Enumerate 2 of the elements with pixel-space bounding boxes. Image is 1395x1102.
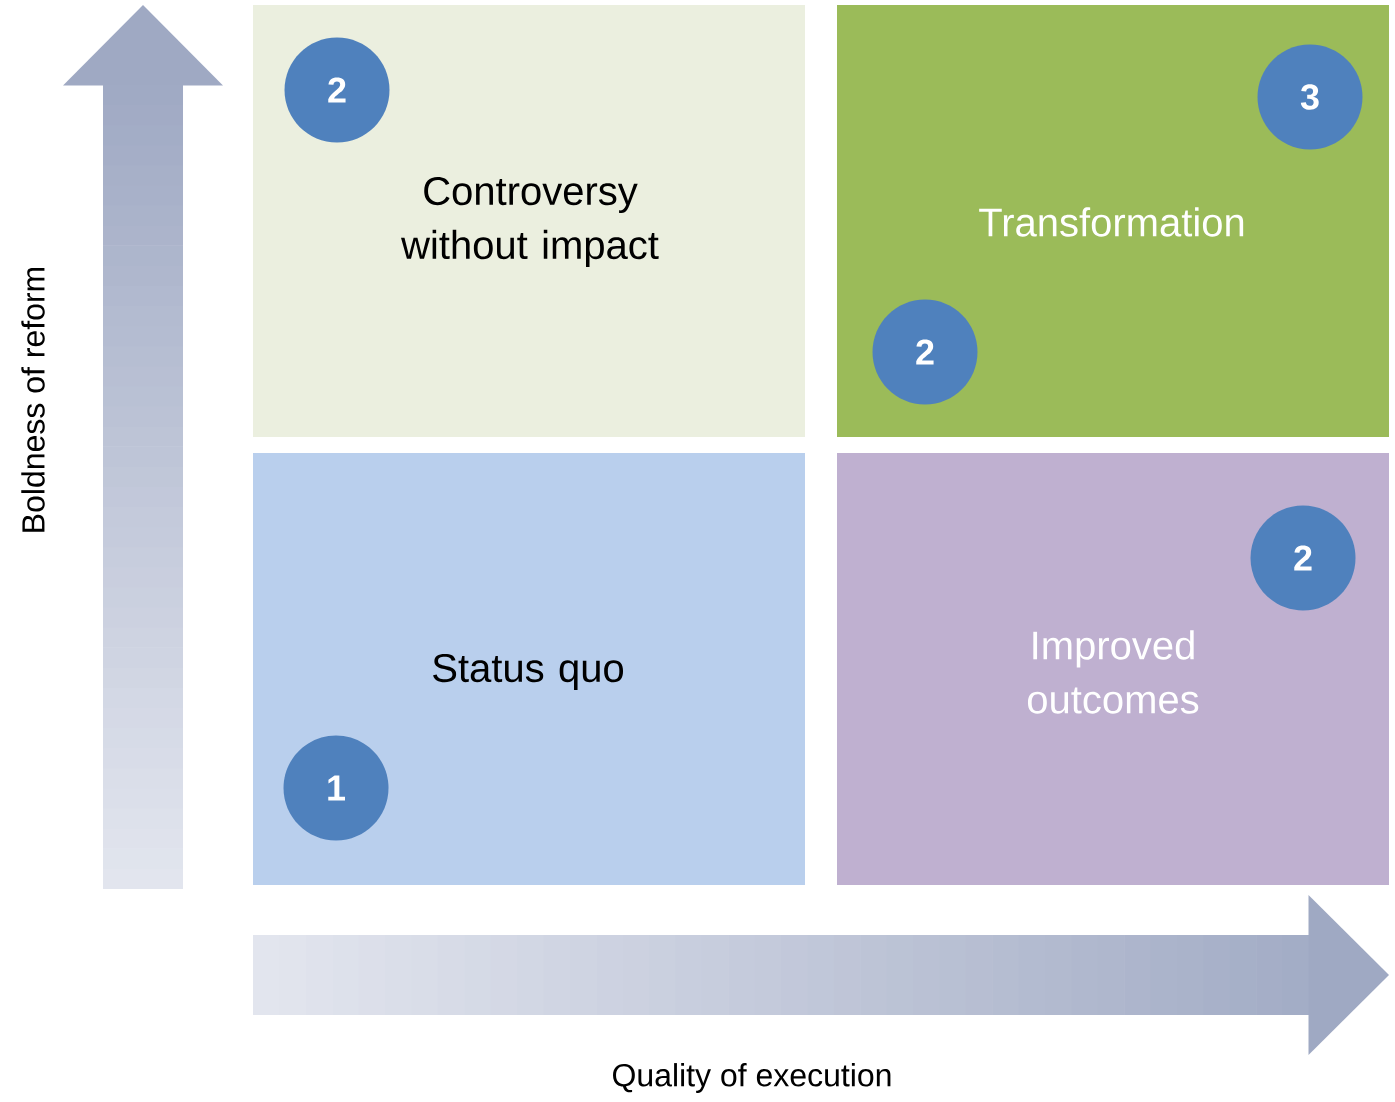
axis-label: Boldness of reform xyxy=(21,267,45,532)
axis-label: Quality of execution xyxy=(613,1063,891,1093)
